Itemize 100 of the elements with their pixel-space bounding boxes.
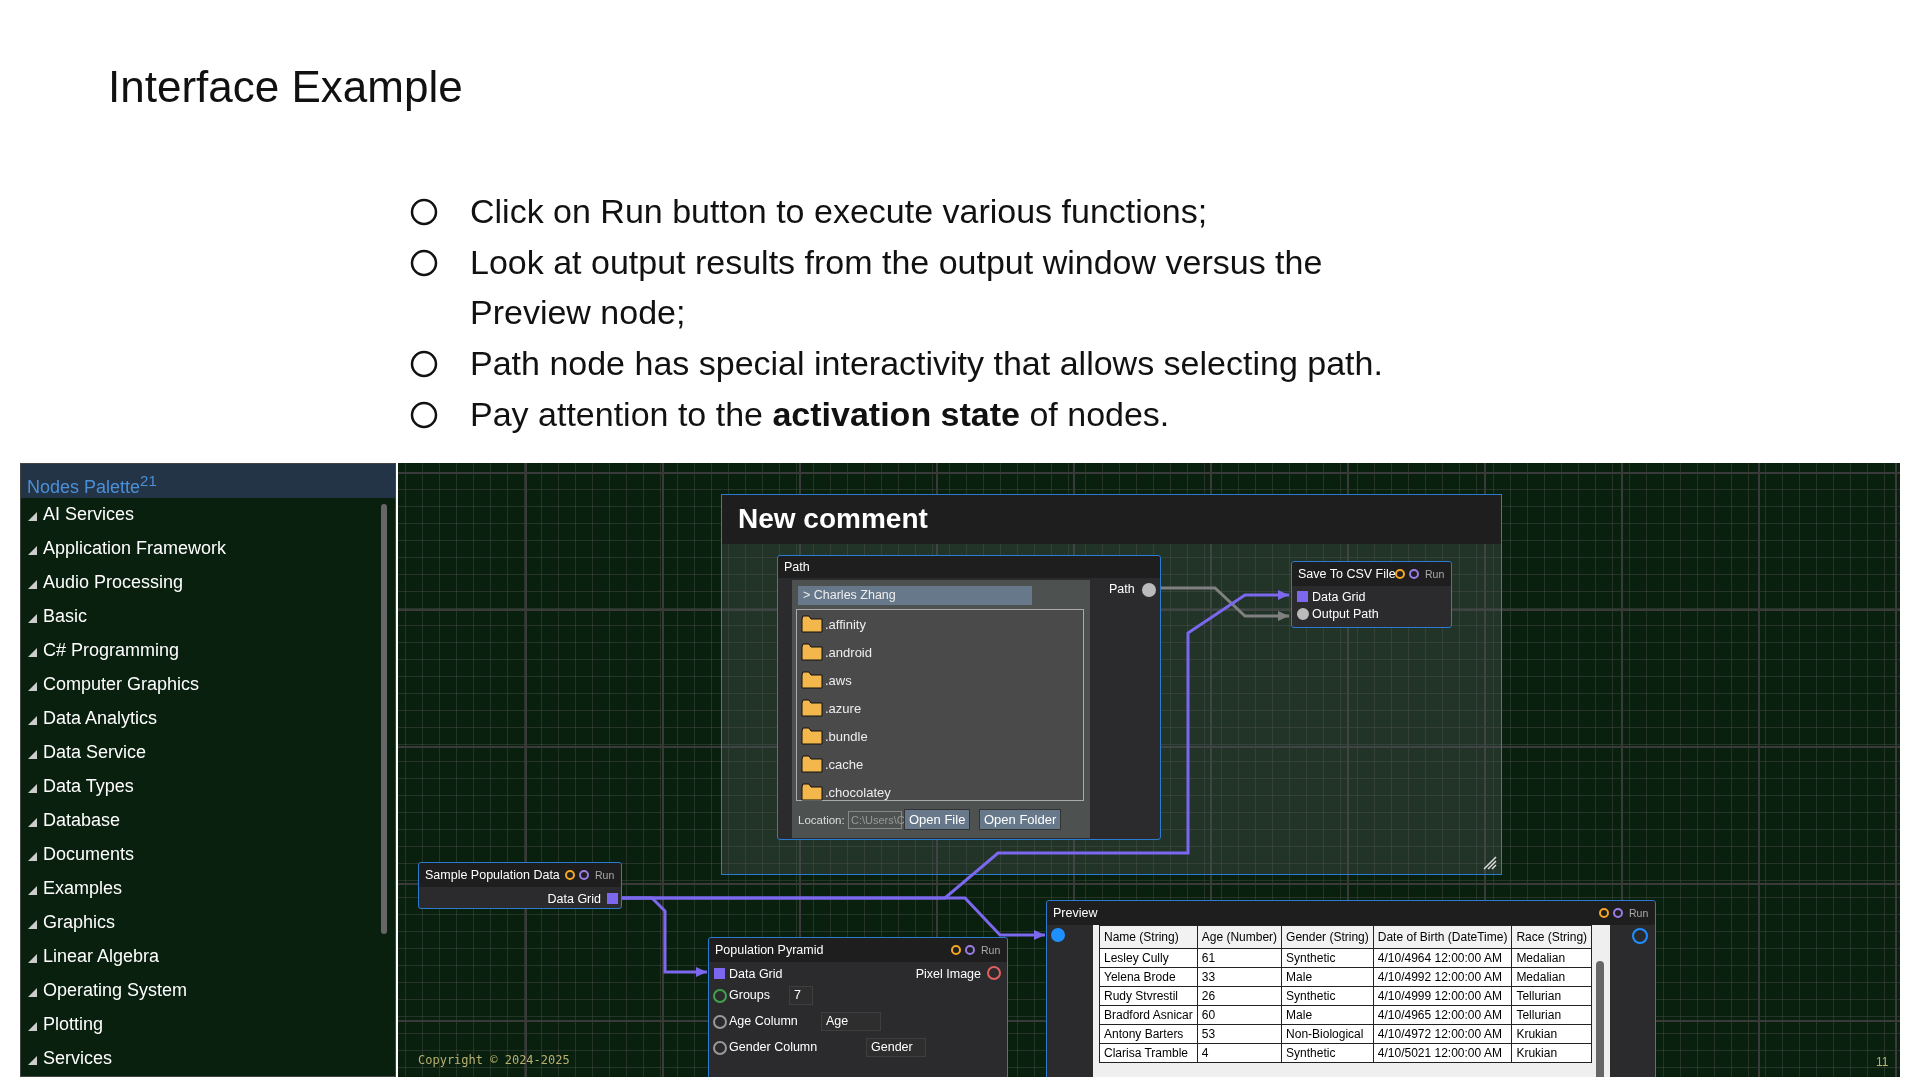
folder-name: .cache xyxy=(825,757,864,772)
comment-frame xyxy=(721,494,1502,875)
palette-item: Data Types xyxy=(43,776,134,797)
node-card xyxy=(418,862,622,909)
table-cell: Male xyxy=(1281,967,1374,987)
input-label: Age Column xyxy=(729,1014,798,1028)
run-link: Run xyxy=(595,869,615,881)
column-header: Race (String) xyxy=(1511,925,1592,949)
bullet-text: Look at output results from the output window versus the Preview node; xyxy=(470,242,1324,333)
open-file-button: Open File xyxy=(904,809,971,830)
table-cell: Lesley Cully xyxy=(1099,948,1198,968)
palette-item: Linear Algebra xyxy=(43,946,160,967)
table-cell: 4/10/4965 12:00:00 AM xyxy=(1373,1005,1512,1025)
input-label: Groups xyxy=(729,988,770,1002)
table-cell: Tellurian xyxy=(1511,986,1592,1006)
panel-title: Nodes Palette$^{21}$ xyxy=(21,464,395,498)
input-label: Gender Column xyxy=(729,1040,818,1054)
palette-item: Examples xyxy=(43,878,123,899)
palette-item: Data Service xyxy=(43,742,147,763)
run-link: Run xyxy=(981,944,1001,956)
table-cell: 53 xyxy=(1197,1024,1282,1044)
palette-item: C# Programming xyxy=(43,640,180,661)
table-cell: 4/10/4964 12:00:00 AM xyxy=(1373,948,1512,968)
node-title: Path xyxy=(784,560,810,574)
table-cell: Tellurian xyxy=(1511,1005,1592,1025)
table-cell: 4/10/4992 12:00:00 AM xyxy=(1373,967,1512,987)
palette-item: Documents xyxy=(43,844,135,865)
column-header: Date of Birth (DateTime) xyxy=(1373,925,1512,949)
bullet-text: Pay attention to the activation state of nodes. xyxy=(470,394,1171,435)
table-cell: Krukian xyxy=(1511,1024,1592,1044)
run-link: Run xyxy=(1425,568,1445,580)
table-cell: 4 xyxy=(1197,1043,1282,1063)
port-label: Data Grid xyxy=(1312,590,1366,604)
column-header: Name (String) xyxy=(1099,925,1198,949)
copyright-text: Copyright © 2024-2025 xyxy=(418,1053,570,1067)
input-field: 7 xyxy=(789,986,813,1005)
column-header: Age (Number) xyxy=(1197,925,1282,949)
table-cell: 4/10/5021 12:00:00 AM xyxy=(1373,1043,1512,1063)
port-label: Data Grid xyxy=(729,967,783,981)
table-cell: Antony Barters xyxy=(1099,1024,1198,1044)
page-number: 11 xyxy=(1876,1055,1889,1069)
folder-name: .bundle xyxy=(825,729,868,744)
path-field: C:\Users\C xyxy=(848,811,902,829)
table-cell: Yelena Brode xyxy=(1099,967,1198,987)
palette-item: Database xyxy=(43,810,121,831)
run-link: Run xyxy=(1629,907,1649,919)
folder-name: .aws xyxy=(825,673,852,688)
input-field: Gender xyxy=(866,1038,926,1057)
table-cell: Medalian xyxy=(1511,967,1592,987)
table-cell: 33 xyxy=(1197,967,1282,987)
palette-item: Computer Graphics xyxy=(43,674,200,695)
port-label: Output Path xyxy=(1312,607,1379,621)
table-cell: Bradford Asnicar xyxy=(1099,1005,1198,1025)
field-label: Location: xyxy=(798,814,845,826)
folder-name: .azure xyxy=(825,701,862,716)
table-cell: 4/10/4972 12:00:00 AM xyxy=(1373,1024,1512,1044)
port-label: Path xyxy=(1109,582,1135,596)
open-folder-button: Open Folder xyxy=(979,809,1062,830)
palette-item: AI Services xyxy=(43,504,135,525)
palette-item: Data Analytics xyxy=(43,708,158,729)
bullet-text: Path node has special interactivity that allows selecting path. xyxy=(470,343,1384,384)
port-label: Data Grid xyxy=(546,892,601,906)
connector-arrow xyxy=(622,896,1045,940)
table-cell: 26 xyxy=(1197,986,1282,1006)
node-title: Population Pyramid xyxy=(715,943,824,957)
table-cell: Clarisa Tramble xyxy=(1099,1043,1198,1063)
path-node-card xyxy=(777,555,1161,840)
node-title: Save To CSV File xyxy=(1298,567,1396,581)
connector-arrow xyxy=(1160,586,1289,621)
table-cell: Krukian xyxy=(1511,1043,1592,1063)
palette-item: Basic xyxy=(43,606,87,627)
table-cell: Synthetic xyxy=(1281,986,1374,1006)
address-bar: > Charles Zhang xyxy=(798,586,1032,605)
palette-item: Audio Processing xyxy=(43,572,184,593)
palette-item: Application Framework xyxy=(43,538,227,559)
folder-name: .affinity xyxy=(825,617,866,632)
table-cell: Male xyxy=(1281,1005,1374,1025)
table-cell: Medalian xyxy=(1511,948,1592,968)
palette-item: Graphics xyxy=(43,912,116,933)
palette-panel xyxy=(20,463,396,1077)
bullet-text: Click on Run button to execute various functions; xyxy=(470,191,1209,232)
port-label: Pixel Image xyxy=(914,967,981,981)
palette-item: Plotting xyxy=(43,1014,104,1035)
slide-title: Interface Example xyxy=(108,62,463,112)
node-title: Sample Population Data xyxy=(425,868,560,882)
folder-name: .android xyxy=(825,645,872,660)
table-cell: Non-Biological xyxy=(1281,1024,1374,1044)
table-cell: Synthetic xyxy=(1281,1043,1374,1063)
node-card xyxy=(708,937,1008,1077)
table-cell: 60 xyxy=(1197,1005,1282,1025)
palette-item: Services xyxy=(43,1048,113,1069)
node-title: Preview xyxy=(1053,906,1098,920)
table-cell: Rudy Stvrestil xyxy=(1099,986,1198,1006)
table-cell: 61 xyxy=(1197,948,1282,968)
preview-node-card xyxy=(1046,900,1656,1077)
comment-title: New comment xyxy=(738,503,928,535)
input-field: Age xyxy=(821,1012,881,1031)
table-cell: 4/10/4999 12:00:00 AM xyxy=(1373,986,1512,1006)
table-cell: Synthetic xyxy=(1281,948,1374,968)
palette-item: Operating System xyxy=(43,980,188,1001)
